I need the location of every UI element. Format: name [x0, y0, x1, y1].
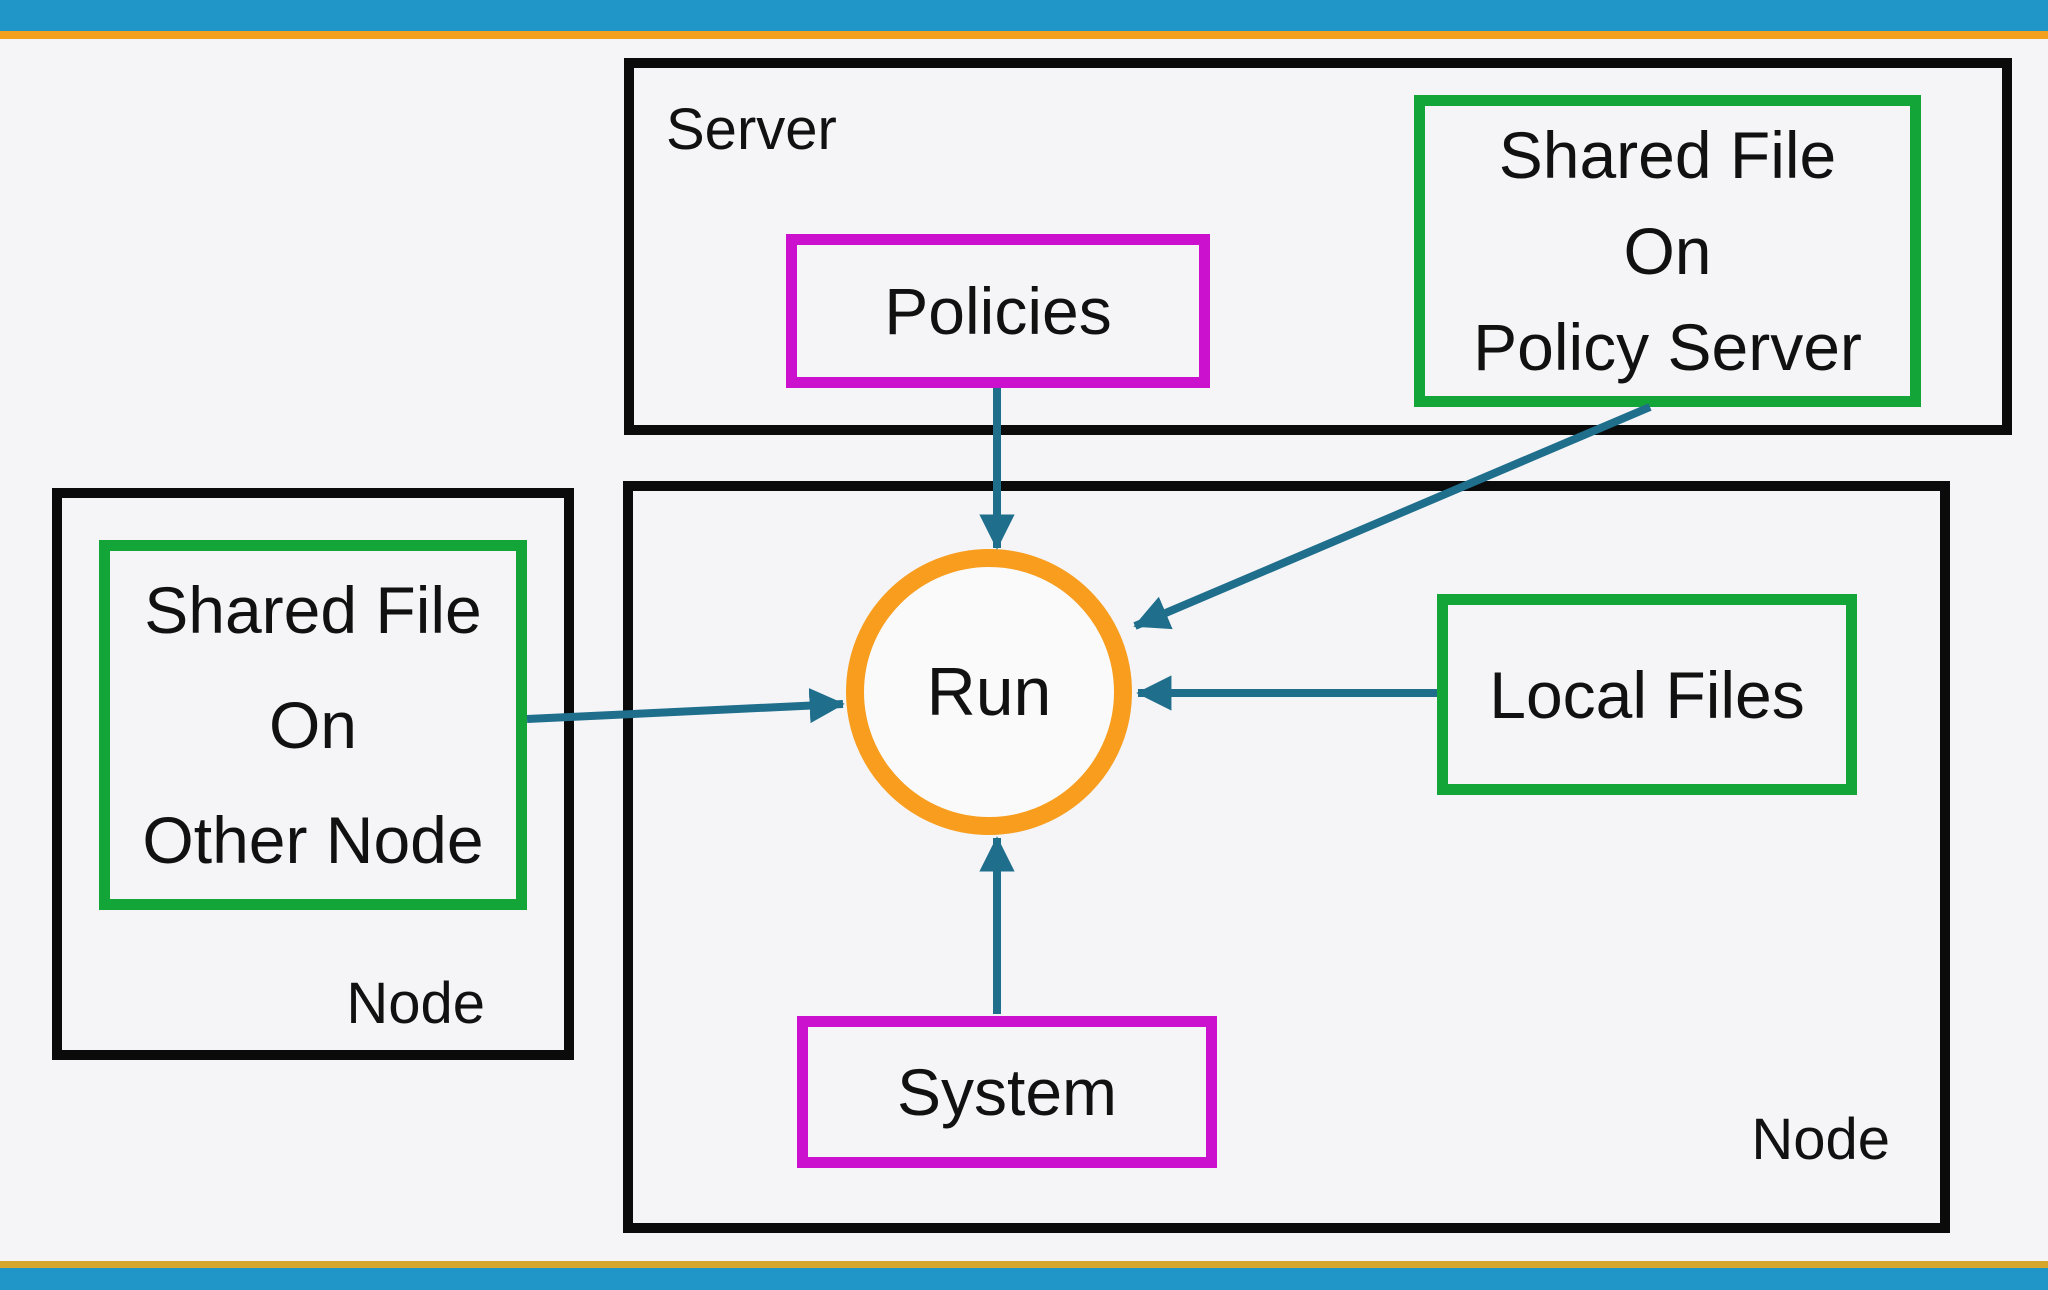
policies-label: Policies	[884, 274, 1112, 348]
shared-file-other-node-label: Shared File On Other Node	[110, 551, 516, 899]
shared-file-other-node-line3: Other Node	[142, 802, 484, 877]
shared-file-other-node-line1: Shared File	[144, 572, 482, 647]
system-box: System	[797, 1016, 1217, 1168]
shared-file-policy-server-line1: Shared File	[1498, 118, 1837, 192]
system-label: System	[896, 1055, 1118, 1129]
bottom-gold-accent-bar	[0, 1261, 2048, 1268]
left-node-group-label: Node	[250, 972, 530, 1036]
shared-file-other-node-line2: On	[268, 687, 358, 762]
shared-file-policy-server-box: Shared File On Policy Server	[1414, 95, 1921, 407]
local-files-box: Local Files	[1437, 594, 1857, 795]
left-node-group-label-text: Node	[346, 971, 485, 1036]
policies-box: Policies	[786, 234, 1210, 388]
top-blue-bar	[0, 0, 2048, 31]
shared-file-policy-server-label: Shared File On Policy Server	[1425, 106, 1910, 396]
main-node-group-label: Node	[1600, 1108, 1890, 1172]
run-label: Run	[926, 654, 1052, 730]
bottom-blue-bar	[0, 1268, 2048, 1290]
server-group-label: Server	[666, 97, 837, 162]
shared-file-other-node-box: Shared File On Other Node	[99, 540, 527, 910]
shared-file-policy-server-line3: Policy Server	[1473, 310, 1862, 384]
local-files-label: Local Files	[1489, 657, 1805, 732]
top-orange-accent-bar	[0, 31, 2048, 39]
main-node-group-label-text: Node	[1751, 1107, 1890, 1172]
shared-file-policy-server-line2: On	[1623, 214, 1712, 288]
